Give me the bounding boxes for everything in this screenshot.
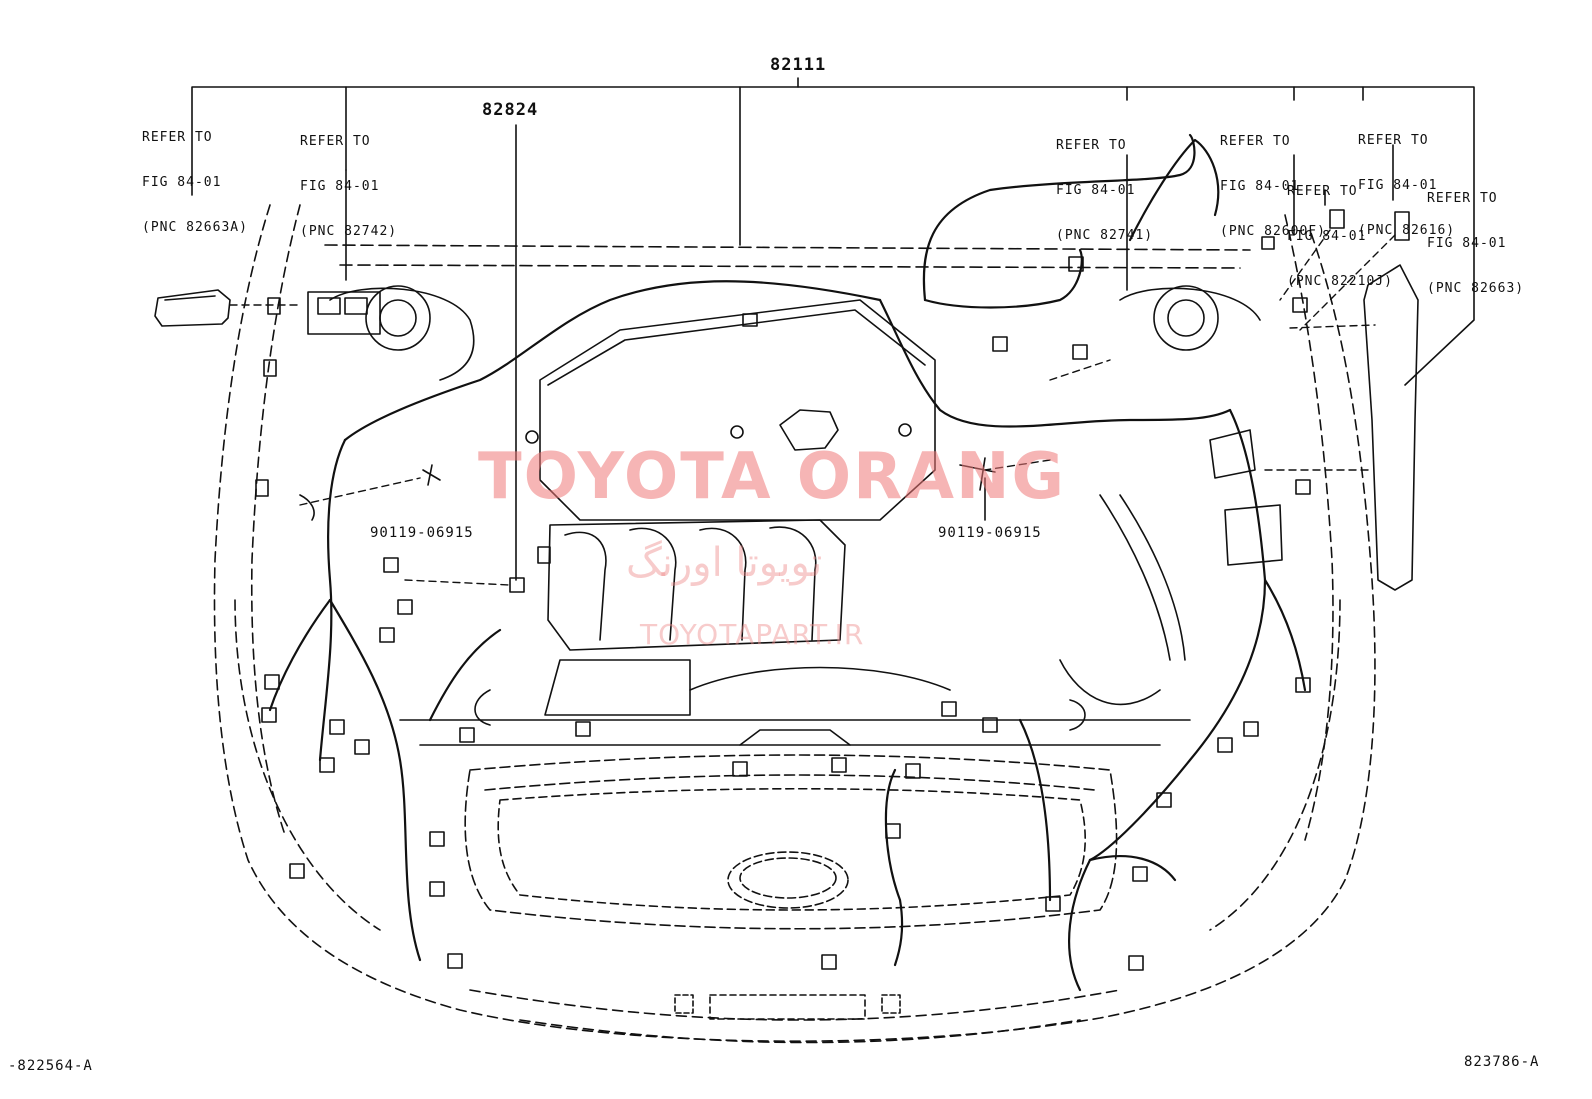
ref-callout-82742: REFER TO FIG 84-01 (PNC 82742)	[300, 104, 397, 254]
ref-line3: (PNC 82600F)	[1220, 224, 1326, 239]
illustration-code-right: 823786-A	[1464, 1054, 1540, 1070]
harness-82111-leaders	[191, 77, 1475, 581]
ref-line3: (PNC 82616)	[1358, 223, 1456, 238]
ref-line3: (PNC 82741)	[1056, 228, 1154, 243]
ref-callout-82210j: REFER TO FIG 84-01 (PNC 82210J)	[1287, 154, 1393, 304]
part-label-82824: 82824	[482, 100, 539, 120]
right-components	[959, 209, 1419, 706]
left-components	[154, 289, 441, 521]
ref-line2: FIG 84-01	[1427, 236, 1507, 251]
car-body-outline	[213, 204, 1376, 1044]
intake-manifold	[544, 519, 951, 716]
main-wiring-harness	[268, 133, 1307, 992]
ref-line1: REFER TO	[1287, 184, 1358, 199]
ref-line3: (PNC 82663A)	[142, 220, 248, 235]
ref-line3: (PNC 82742)	[300, 224, 398, 239]
ref-line3: (PNC 82663)	[1427, 281, 1525, 296]
part-label-bolt-left: 90119-06915	[370, 525, 474, 541]
ref-callout-82616: REFER TO FIG 84-01 (PNC 82616)	[1358, 103, 1455, 253]
reference-leaders	[229, 229, 1396, 586]
illustration-code-left: -822564-A	[8, 1058, 93, 1074]
ref-line2: FIG 84-01	[1287, 229, 1367, 244]
ref-line1: REFER TO	[1056, 138, 1127, 153]
ref-line2: FIG 84-01	[300, 179, 380, 194]
ref-line1: REFER TO	[1358, 133, 1429, 148]
ref-callout-82663: REFER TO FIG 84-01 (PNC 82663)	[1427, 161, 1524, 311]
engine-cover	[525, 299, 936, 521]
ref-line2: FIG 84-01	[142, 175, 222, 190]
strut-towers	[329, 285, 1261, 381]
radiator-support	[399, 689, 1191, 746]
ref-line2: FIG 84-01	[1220, 179, 1300, 194]
front-grille	[464, 754, 1118, 1020]
ref-callout-82741: REFER TO FIG 84-01 (PNC 82741)	[1056, 108, 1153, 258]
ref-callout-82600f: REFER TO FIG 84-01 (PNC 82600F)	[1220, 104, 1326, 254]
part-label-82111: 82111	[770, 55, 827, 75]
ref-line1: REFER TO	[1220, 134, 1291, 149]
ref-line2: FIG 84-01	[1358, 178, 1438, 193]
ref-callout-82663a: REFER TO FIG 84-01 (PNC 82663A)	[142, 100, 248, 250]
harness-connectors	[255, 236, 1311, 971]
ref-line1: REFER TO	[300, 134, 371, 149]
ref-line3: (PNC 82210J)	[1287, 274, 1393, 289]
part-label-bolt-right: 90119-06915	[938, 525, 1042, 541]
ref-line1: REFER TO	[142, 130, 213, 145]
ref-line2: FIG 84-01	[1056, 183, 1136, 198]
ref-line1: REFER TO	[1427, 191, 1498, 206]
